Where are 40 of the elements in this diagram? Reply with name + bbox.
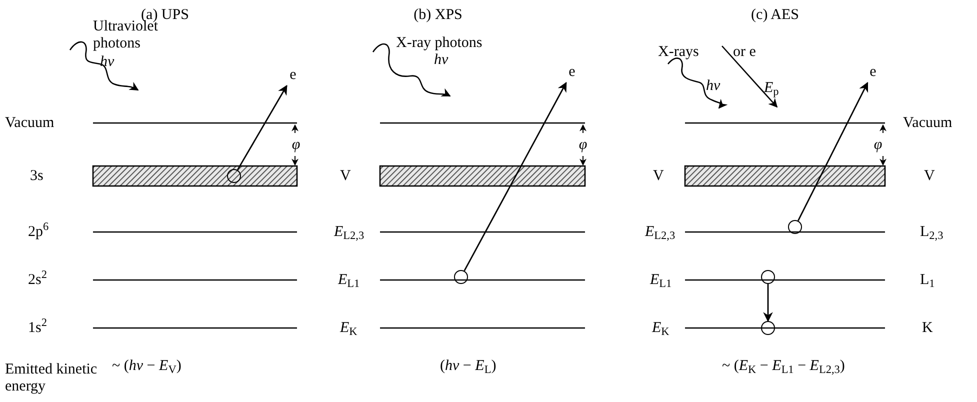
level-label: K <box>922 320 933 336</box>
electron-label: e <box>566 63 578 81</box>
level-label: 1s$^{2}$ <box>28 320 47 336</box>
level-label: 2s$^{2}$ <box>28 272 47 288</box>
kinetic-energy-formula: (hν − E$_{L}$) <box>440 358 496 374</box>
photon-energy-label: hν <box>706 78 720 94</box>
photon-energy-label: hν <box>100 54 114 70</box>
electron-energy-label: E$_{p}$ <box>764 80 779 96</box>
level-label: E$_{K}$ <box>652 320 670 336</box>
level-label: L$_{2,3}$ <box>920 224 944 240</box>
electron-label: e <box>867 63 879 81</box>
work-function-label: φ <box>578 136 588 154</box>
radiation-label: or e <box>733 44 756 60</box>
photon-energy-label: hν <box>434 52 448 68</box>
level-label: V <box>340 168 351 184</box>
level-label: V <box>924 168 935 184</box>
level-label: E$_{L1}$ <box>650 272 672 288</box>
electron-arrow <box>464 82 567 272</box>
kinetic-energy-formula: ~ (E$_{K}$ − E$_{L1}$ − E$_{L2,3}$) <box>722 358 845 374</box>
level-label: E$_{L1}$ <box>338 272 360 288</box>
level-label: Vacuum <box>5 114 54 132</box>
level-label: E$_{L2,3}$ <box>334 224 364 240</box>
level-label: 3s <box>30 168 44 184</box>
level-label: E$_{L2,3}$ <box>645 224 676 240</box>
kinetic-energy-formula: ~ (hν − E$_{V}$) <box>112 358 182 374</box>
electron-arrow <box>798 82 868 222</box>
radiation-label: X-ray photons <box>396 34 482 52</box>
level-label: E$_{K}$ <box>340 320 358 336</box>
electron-arrow <box>763 284 773 322</box>
level-label: Vacuum <box>903 114 952 132</box>
electron-label: e <box>287 66 299 84</box>
level-label: L$_{1}$ <box>920 272 935 288</box>
level-label: 2p$^{6}$ <box>28 224 49 240</box>
kinetic-energy-caption: Emitted kinetic energy <box>5 362 98 394</box>
work-function-label: φ <box>874 136 882 154</box>
level-label: V <box>653 168 664 184</box>
work-function-label: φ <box>292 136 300 154</box>
radiation-label: X-rays <box>658 44 699 60</box>
panel-title: (b) XPS <box>414 6 462 24</box>
panel-title: (c) AES <box>751 6 799 24</box>
